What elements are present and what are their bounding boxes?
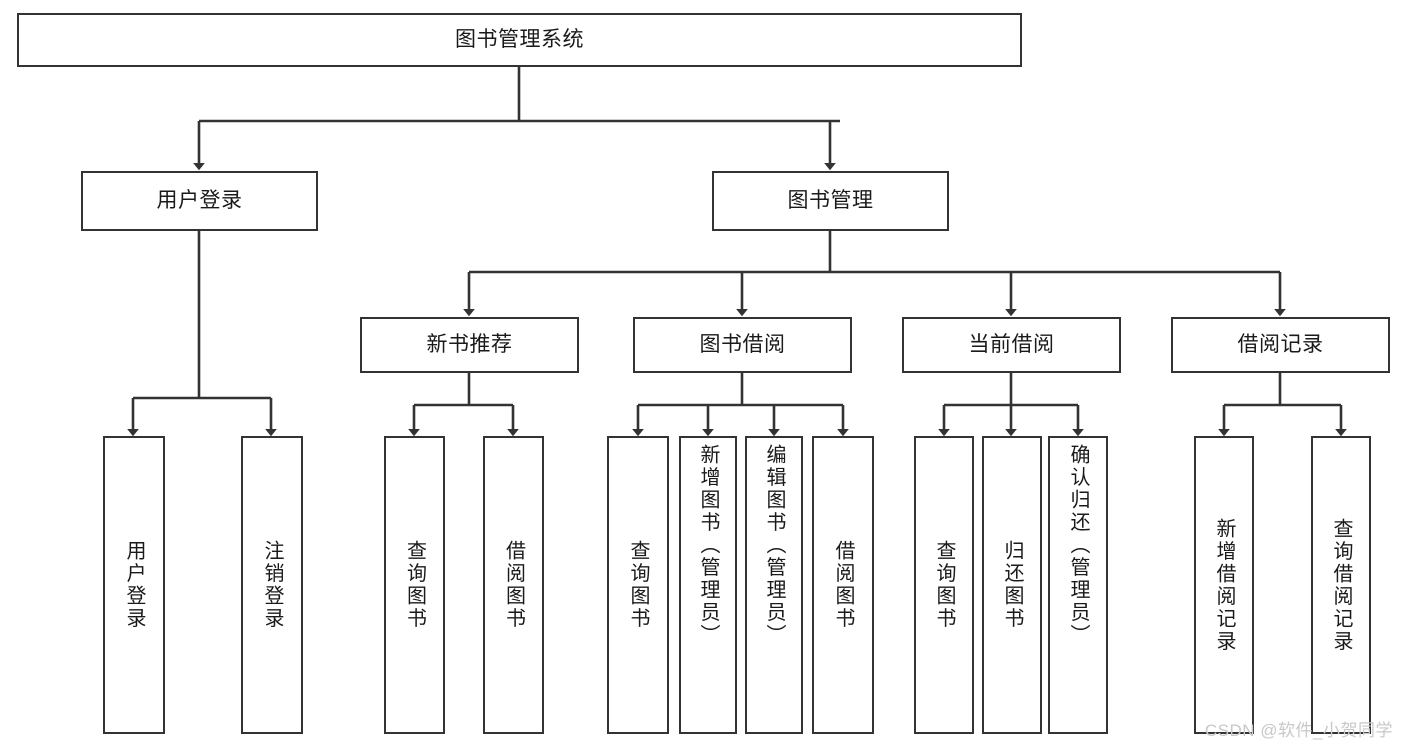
node-label: 查询借阅记录	[1330, 517, 1352, 653]
node-book-borrow[interactable]: 图书借阅	[633, 317, 852, 373]
leaf-borrow-borrow-book[interactable]: 借阅图书	[812, 436, 874, 734]
edges-bookmgmt-to-level2	[463, 231, 1286, 317]
node-borrow-record[interactable]: 借阅记录	[1171, 317, 1390, 373]
edges-bookborrow-to-leaves	[632, 373, 849, 437]
edges-currentborrow-to-leaves	[938, 373, 1084, 437]
node-label: 图书管理	[787, 188, 874, 212]
node-label: 新增图书（管理员）	[697, 444, 719, 647]
leaf-current-return-book[interactable]: 归还图书	[982, 436, 1042, 734]
node-label: 图书管理系统	[455, 27, 584, 51]
node-label: 图书借阅	[699, 332, 786, 356]
node-label: 当前借阅	[968, 332, 1055, 356]
leaf-current-confirm-return-admin[interactable]: 确认归还（管理员）	[1048, 436, 1108, 734]
leaf-user-login-logout[interactable]: 注销登录	[241, 436, 303, 734]
node-current-borrow[interactable]: 当前借阅	[902, 317, 1121, 373]
node-new-book-recommend[interactable]: 新书推荐	[360, 317, 579, 373]
node-label: 归还图书	[1001, 540, 1023, 630]
node-label: 确认归还（管理员）	[1067, 444, 1089, 647]
leaf-user-login-login[interactable]: 用户登录	[103, 436, 165, 734]
node-label: 借阅图书	[502, 540, 525, 630]
node-label: 新书推荐	[426, 332, 513, 356]
leaf-borrow-edit-book-admin[interactable]: 编辑图书（管理员）	[745, 436, 803, 734]
node-user-login[interactable]: 用户登录	[81, 171, 318, 231]
node-root-system[interactable]: 图书管理系统	[17, 13, 1022, 67]
leaf-borrow-add-book-admin[interactable]: 新增图书（管理员）	[679, 436, 737, 734]
watermark-text: CSDN @软件_小贺同学	[1204, 721, 1393, 740]
leaf-record-query-record[interactable]: 查询借阅记录	[1311, 436, 1371, 734]
leaf-recommend-query-book[interactable]: 查询图书	[384, 436, 445, 734]
node-label: 注销登录	[261, 540, 283, 630]
leaf-current-query-book[interactable]: 查询图书	[914, 436, 974, 734]
node-label: 查询图书	[933, 540, 955, 630]
node-label: 借阅图书	[832, 540, 854, 630]
leaf-borrow-query-book[interactable]: 查询图书	[607, 436, 669, 734]
leaf-record-add-record[interactable]: 新增借阅记录	[1194, 436, 1254, 734]
node-label: 借阅记录	[1237, 332, 1324, 356]
node-label: 查询图书	[403, 540, 426, 630]
leaf-recommend-borrow-book[interactable]: 借阅图书	[483, 436, 544, 734]
edges-userlogin-to-leaves	[127, 231, 277, 437]
node-label: 编辑图书（管理员）	[763, 444, 785, 647]
edges-borrowrecord-to-leaves	[1218, 373, 1347, 437]
node-label: 查询图书	[627, 540, 649, 630]
node-label: 用户登录	[156, 188, 243, 212]
edges-root-to-level1	[193, 67, 840, 171]
edges-newbook-to-leaves	[408, 373, 519, 437]
node-book-management[interactable]: 图书管理	[712, 171, 949, 231]
node-label: 用户登录	[123, 540, 145, 630]
node-label: 新增借阅记录	[1213, 517, 1235, 653]
